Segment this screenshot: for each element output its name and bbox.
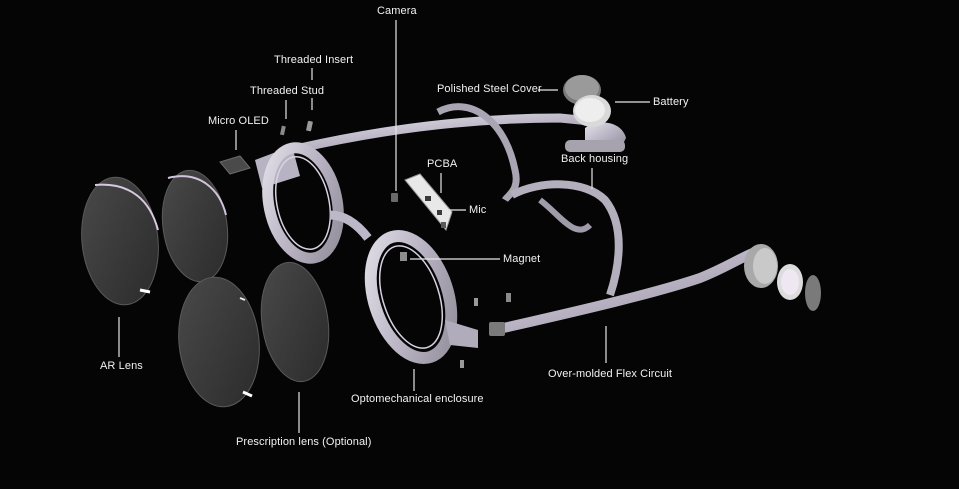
label-pcba: PCBA [427,158,458,170]
label-battery: Battery [653,96,689,108]
back-temple-arm [295,103,623,297]
camera [391,193,398,202]
mic [441,222,446,228]
label-mic: Mic [469,204,487,216]
label-polished-steel-cover: Polished Steel Cover [437,83,542,95]
leader-lines [118,20,650,433]
label-over-molded-flex-circuit: Over-molded Flex Circuit [548,368,673,380]
label-ar-lens: AR Lens [100,360,143,372]
label-threaded-insert: Threaded Insert [274,54,354,66]
ar-lens-back [161,169,229,283]
label-threaded-stud: Threaded Stud [250,85,325,97]
label-prescription-lens: Prescription lens (Optional) [236,436,372,448]
threaded-insert [306,120,313,132]
label-magnet: Magnet [503,253,541,265]
magnet [400,252,511,368]
label-micro-oled: Micro OLED [208,115,269,127]
label-optomechanical-enclosure: Optomechanical enclosure [351,393,484,405]
label-camera: Camera [377,5,417,17]
prescription-lens-front [178,276,260,408]
battery [573,95,611,127]
front-frame [255,142,478,364]
back-housing [565,122,626,152]
micro-oled [219,155,251,175]
over-molded-flex-circuit [489,247,760,336]
prescription-lens-back [260,261,330,383]
ar-lens-front [81,176,159,306]
rear-battery-module [744,244,821,311]
threaded-stud [280,125,286,136]
label-back-housing: Back housing [561,153,629,165]
pcba [404,173,453,232]
